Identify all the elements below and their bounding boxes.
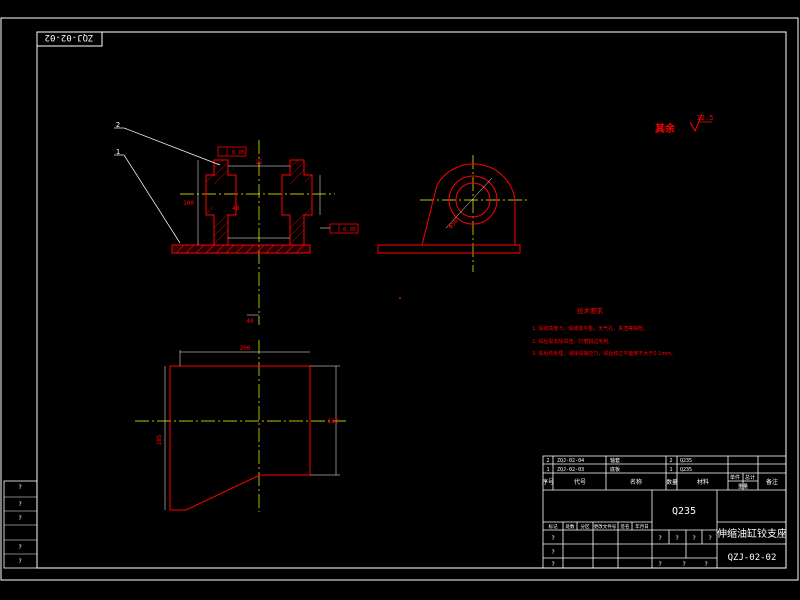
unknown-cell-3: ? (551, 561, 555, 568)
balloon-1: 1 (116, 148, 120, 156)
roughness-value: 12.5 (697, 114, 714, 122)
unknown-cell-4: ? (658, 535, 662, 542)
row-1-name: 轴套 (610, 457, 620, 464)
material-text: Q235 (672, 506, 696, 517)
hdr-qty: 数量 (666, 478, 678, 486)
row-2-code: ZQJ-02-03 (557, 467, 584, 473)
hdr-total: 总计 (745, 474, 755, 481)
unknown-cell-6: ? (692, 535, 696, 542)
title-block (542, 455, 787, 569)
row-1-qty: 2 (669, 458, 672, 464)
title-block-text: 2 ZQJ-02-04 轴套 2 Q235 1 ZQJ-02-03 底板 1 Q… (542, 457, 787, 568)
part-name: 伸缩油缸铰支座 (717, 527, 787, 540)
tech-line-1: 1. 焊缝高度 5，焊缝需平整，无气孔、夹渣等缺陷。 (532, 325, 648, 332)
dim-plan-right: 160 (328, 418, 339, 425)
left-strip-cell-4: ? (18, 544, 22, 551)
sheet-inner-border (36, 31, 787, 569)
tech-line-3: 3. 焊后热处理，消除焊接应力，焊后校正平面度不大于0.1mm。 (532, 350, 676, 357)
hdr-remark: 备注 (766, 478, 778, 486)
sign-label-6: 年月日 (635, 523, 649, 530)
row-2-no: 1 (546, 467, 549, 473)
tolerance-top: 0.05 (232, 150, 245, 156)
hdr-code: 代号 (574, 478, 586, 486)
unknown-cell-5: ? (675, 535, 679, 542)
unknown-cell-1: ? (551, 535, 555, 542)
roughness-note: 其余 12.5 (655, 113, 714, 135)
hdr-single: 单件 (730, 474, 740, 481)
unknown-cell-9: ? (682, 561, 686, 568)
tech-line-2: 2. 焊后需去除焊渣，打磨锐边毛刺。 (532, 338, 613, 345)
row-1-mat: Q235 (680, 458, 692, 464)
left-strip-cell-3: ? (18, 515, 22, 522)
dim-lug-left: 48 (232, 205, 240, 212)
left-strip-cell-5: ? (18, 558, 22, 565)
unknown-cell-10: ? (704, 561, 708, 568)
dim-plan-height: 105 (156, 434, 163, 445)
hdr-name: 名称 (630, 478, 642, 486)
front-view: 25 48 100 0.05 0.05 40 2 1 (114, 121, 359, 325)
row-1-no: 2 (546, 458, 549, 464)
drawing-code: QZJ-02-02 (728, 553, 777, 563)
left-strip-cell-2: ? (18, 501, 22, 508)
hdr-weight: 重量 (738, 483, 748, 490)
row-1-code: ZQJ-02-04 (557, 458, 584, 464)
sign-label-4: 更改文件号 (594, 523, 617, 530)
hdr-mat: 材料 (697, 478, 709, 486)
hdr-no: 序号 (542, 478, 554, 486)
row-2-mat: Q235 (680, 467, 692, 473)
sign-label-2: 处数 (566, 523, 575, 530)
plan-view: 200 160 105 (135, 340, 346, 512)
sign-label-3: 分区 (581, 523, 590, 530)
tolerance-right: 0.05 (343, 227, 356, 233)
tech-requirements: 技术要求 1. 焊缝高度 5，焊缝需平整，无气孔、夹渣等缺陷。 2. 焊后需去除… (532, 306, 676, 357)
left-strip: ? ? ? ? ? (3, 480, 38, 569)
dim-40: 40 (246, 318, 254, 325)
dim-height: 100 (183, 200, 194, 207)
sign-label-1: 标记 (549, 523, 558, 530)
row-2-qty: 1 (669, 467, 672, 473)
sheet-outer-border (0, 17, 799, 581)
roughness-label: 其余 (655, 122, 676, 135)
left-strip-cell-1: ? (18, 484, 22, 491)
balloon-2: 2 (116, 121, 120, 129)
unknown-cell-2: ? (551, 549, 555, 556)
dim-plan-width: 200 (240, 345, 251, 352)
unknown-cell-8: ? (658, 561, 662, 568)
unknown-cell-7: ? (708, 535, 712, 542)
drawing-number-text: ZQJ-02-02 (45, 32, 94, 42)
tech-title: 技术要求 (577, 306, 604, 315)
row-2-name: 底板 (610, 466, 620, 473)
drawing-number-box (36, 31, 103, 47)
dim-top: 25 (255, 159, 263, 166)
side-view: Φ50 (377, 155, 530, 272)
sign-label-5: 签名 (621, 523, 630, 530)
